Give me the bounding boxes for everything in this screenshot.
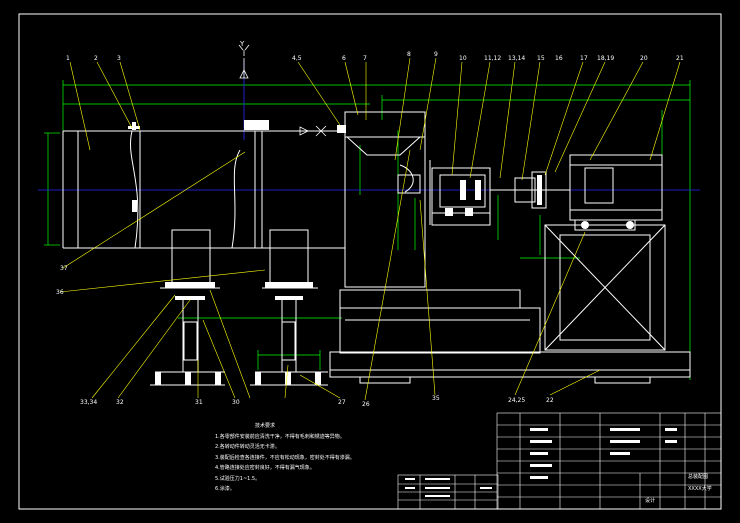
motor (569, 154, 663, 231)
note-item: 5.试验压力1~1.5。 (215, 475, 261, 482)
label-part-21: 21 (676, 55, 684, 62)
note-item: 3.装配后检查各连接件，不应有松动现象，密封处不得有渗漏。 (215, 454, 355, 461)
label-part-6: 6 (342, 55, 346, 62)
label-part-1: 1 (66, 55, 70, 62)
note-item: 4.管路连接处应密封良好，不得有漏气现象。 (215, 465, 315, 471)
shaft-assembly (429, 160, 570, 226)
label-part-24-25: 24,25 (508, 397, 525, 404)
school-name: XXXX大学 (688, 485, 712, 492)
motor-bolts (581, 221, 634, 229)
label-part-32: 32 (116, 399, 124, 406)
center-axis (38, 60, 700, 191)
label-part-13-14: 13,14 (508, 55, 525, 62)
drawing-title: 总装配图 (688, 473, 708, 480)
label-part-18-19: 18,19 (597, 55, 614, 62)
label-part-36: 36 (56, 289, 64, 296)
label-part-4-5: 4,5 (292, 55, 302, 62)
label-part-22: 22 (546, 397, 554, 404)
notes-title: 技术要求 (255, 423, 276, 429)
note-item: 1.各零部件安装前应清洗干净，不得有毛刺和锈迹等异物。 (215, 433, 345, 440)
title-block (397, 412, 722, 510)
stamp-label: 设计 (645, 497, 655, 504)
support-feet (155, 282, 321, 385)
label-part-31: 31 (195, 399, 203, 406)
probe-mounts (128, 120, 346, 212)
inlet-hopper (344, 111, 426, 288)
label-part-7: 7 (363, 55, 367, 62)
outer-border (18, 13, 722, 510)
title-block-fills (405, 428, 677, 497)
label-part-17: 17 (580, 55, 588, 62)
label-part-2: 2 (94, 55, 98, 62)
label-part-15: 15 (537, 55, 545, 62)
label-part-26: 26 (362, 401, 370, 408)
axis-label-y: Y (239, 40, 245, 48)
label-part-37: 37 (60, 265, 68, 272)
couplings (445, 175, 542, 216)
leader-lines (59, 57, 681, 401)
label-part-9: 9 (434, 51, 438, 58)
technical-requirements: 技术要求 1.各零部件安装前应清洗干净，不得有毛刺和锈迹等异物。 2.各转动件转… (215, 421, 355, 495)
note-item: 2.各转动件转动灵活无卡滞。 (215, 444, 280, 450)
flow-arrow (275, 125, 327, 137)
y-axis-arrow (238, 44, 250, 79)
label-part-30: 30 (232, 399, 240, 406)
intake-duct (62, 130, 346, 270)
label-part-35: 35 (432, 395, 440, 402)
label-part-27: 27 (338, 399, 346, 406)
duct-supports (150, 229, 328, 386)
note-item: 6.涂漆。 (215, 486, 235, 492)
part-labels: 1 2 3 4,5 6 7 8 9 10 11,12 13,14 15 16 1… (56, 51, 684, 408)
label-part-16: 16 (555, 55, 563, 62)
label-part-3: 3 (117, 55, 121, 62)
label-part-8: 8 (407, 51, 411, 58)
label-part-20: 20 (640, 55, 648, 62)
base-platform (329, 224, 691, 384)
label-part-11-12: 11,12 (484, 55, 501, 62)
label-part-10: 10 (459, 55, 467, 62)
label-part-33-34: 33,34 (80, 399, 97, 406)
